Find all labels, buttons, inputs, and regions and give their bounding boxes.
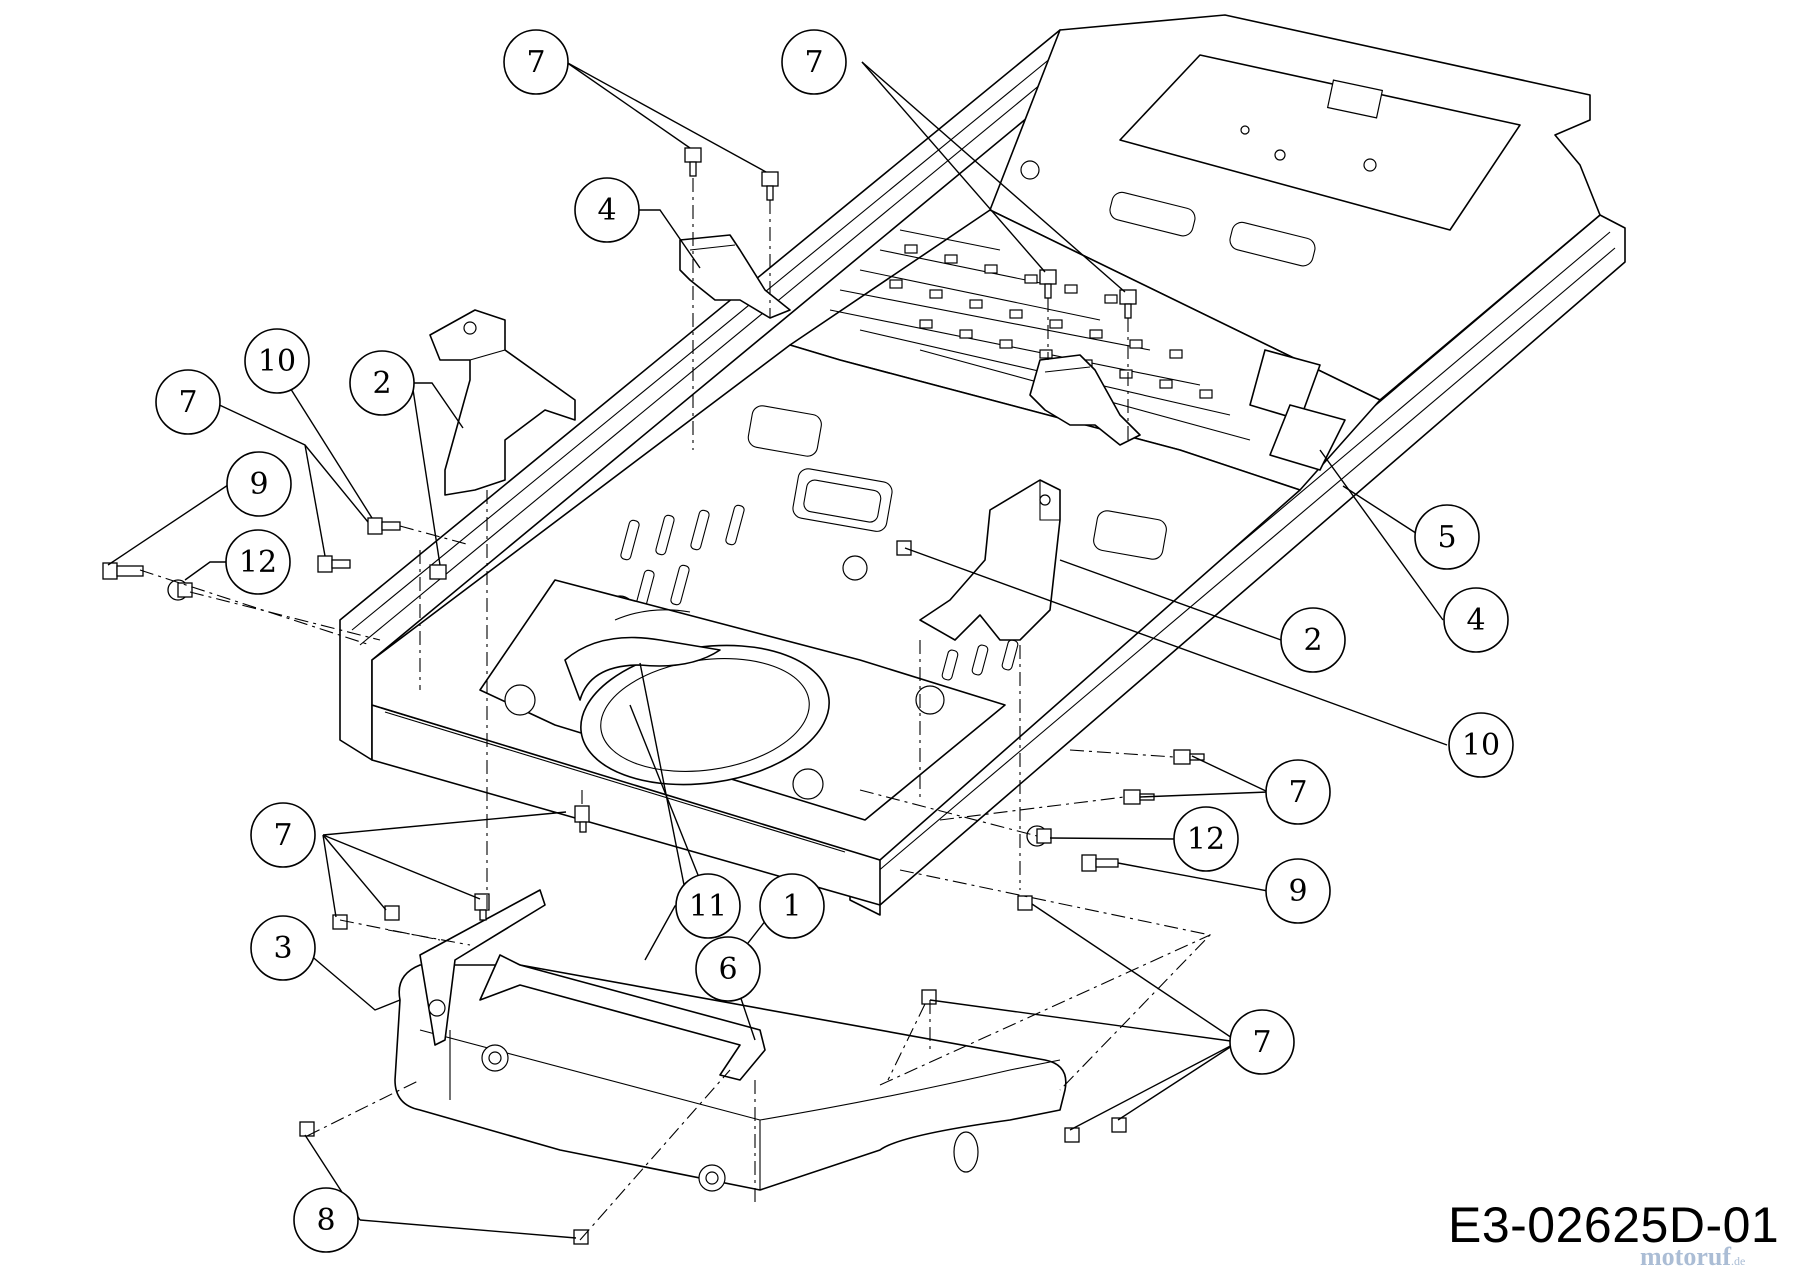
floor-slots <box>620 504 1019 681</box>
callout-10: 4 <box>1443 587 1509 653</box>
callout-label: 5 <box>1437 520 1456 555</box>
watermark-brand: motoruf <box>1640 1242 1731 1271</box>
callout-16: 7 <box>250 802 316 868</box>
callout-3: 4 <box>574 177 640 243</box>
callout-14: 12 <box>1173 806 1239 872</box>
frame-rails <box>339 29 1626 916</box>
callout-label: 7 <box>526 45 545 80</box>
watermark-logo: motoruf.de <box>1640 1242 1745 1272</box>
callout-label: 12 <box>239 545 277 580</box>
callout-1: 7 <box>503 29 569 95</box>
callout-label: 12 <box>1187 822 1225 857</box>
assembly-center-lines <box>139 178 1212 1241</box>
callout-7: 9 <box>226 451 292 517</box>
callout-15: 9 <box>1265 858 1331 924</box>
callout-label: 2 <box>1303 623 1322 658</box>
callout-18: 1 <box>759 873 825 939</box>
callout-17: 11 <box>675 873 741 939</box>
callout-22: 8 <box>293 1187 359 1253</box>
callout-label: 7 <box>1252 1025 1271 1060</box>
callout-label: 4 <box>1466 603 1485 638</box>
drawing-code: E3-02625D-01 <box>1448 1197 1780 1253</box>
callout-label: 2 <box>372 366 391 401</box>
callout-9: 5 <box>1414 504 1480 570</box>
callouts: 7 7 4 2 10 7 9 12 5 4 2 10 7 12 9 7 11 1… <box>155 29 1514 1253</box>
callout-label: 10 <box>1462 728 1500 763</box>
callout-label: 1 <box>782 889 801 924</box>
callout-13: 7 <box>1265 759 1331 825</box>
callout-8: 12 <box>225 529 291 595</box>
callout-label: 3 <box>273 931 292 966</box>
callout-label: 11 <box>689 889 727 924</box>
callout-label: 10 <box>258 344 296 379</box>
callout-21: 7 <box>1229 1009 1295 1075</box>
callout-label: 7 <box>1288 775 1307 810</box>
bracket-right-2 <box>919 479 1061 641</box>
callout-label: 7 <box>178 385 197 420</box>
callout-19: 3 <box>250 915 316 981</box>
callout-label: 7 <box>273 818 292 853</box>
callout-label: 9 <box>1288 874 1307 909</box>
callout-4: 2 <box>349 350 415 416</box>
callout-20: 6 <box>695 936 761 1002</box>
callout-2: 7 <box>781 29 847 95</box>
callout-label: 8 <box>316 1203 335 1238</box>
bumper-brace-6 <box>419 889 766 1081</box>
callout-5: 10 <box>244 328 310 394</box>
callout-12: 10 <box>1448 712 1514 778</box>
callout-label: 4 <box>597 193 616 228</box>
footrest-grille <box>789 209 1381 491</box>
callout-label: 9 <box>249 467 268 502</box>
callout-label: 7 <box>804 45 823 80</box>
callout-11: 2 <box>1280 607 1346 673</box>
watermark-tld: .de <box>1730 1254 1746 1268</box>
callout-label: 6 <box>718 952 737 987</box>
bracket-left-2 <box>429 309 576 496</box>
callout-6: 7 <box>155 369 221 435</box>
bracket-right-4 <box>1029 354 1141 446</box>
grille-slots <box>889 244 1213 399</box>
